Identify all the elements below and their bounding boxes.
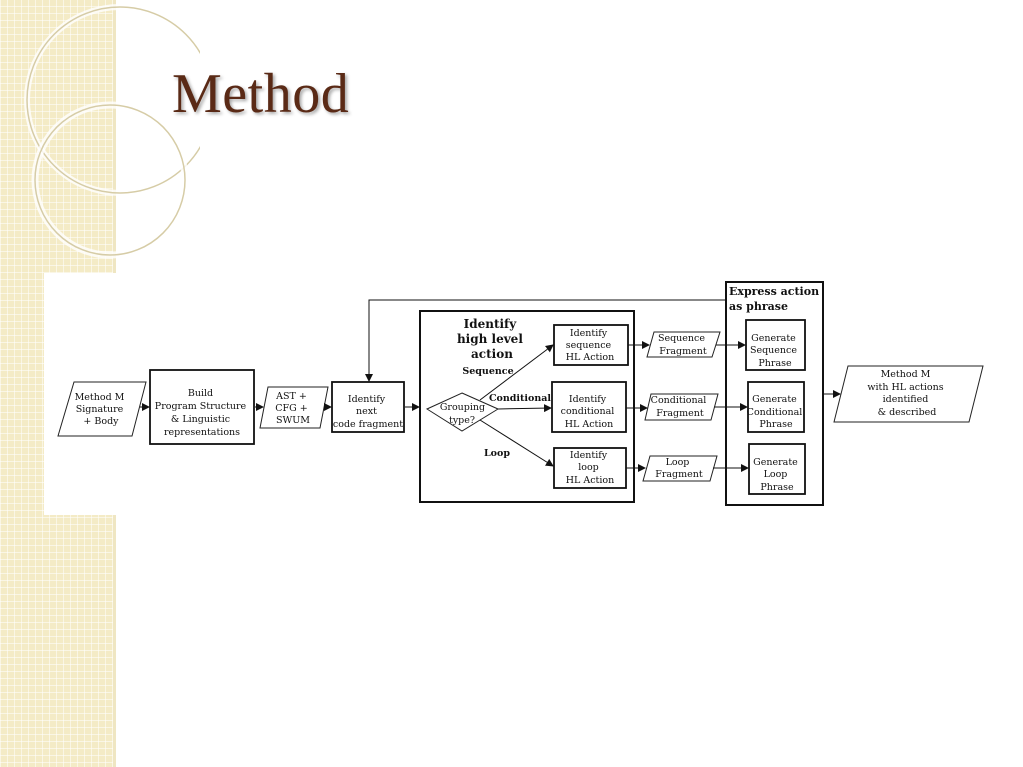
decorative-rings: [24, 4, 200, 259]
loop-fragment-label: Loop Fragment: [655, 457, 703, 480]
identify-hl-title: Identify high level action: [457, 317, 527, 361]
sequence-fragment-label: Sequence Fragment: [658, 333, 708, 357]
input-parallelogram: [57, 381, 147, 437]
identify-loop-label: Identify loop HL Action: [566, 450, 615, 486]
arrow-decision-sequence: [479, 344, 554, 401]
decision-label: Grouping type?: [440, 402, 488, 426]
grouping-decision: [425, 392, 500, 432]
generate-sequence-box: [745, 319, 806, 371]
identify-conditional-label: Identify conditional HL Action: [561, 394, 618, 430]
diagram-panel: Method M Signature + Body Build Program …: [44, 273, 1004, 515]
build-label: Build Program Structure & Linguistic rep…: [155, 388, 249, 438]
identify-loop-box: [553, 447, 627, 489]
repr-parallelogram: [259, 386, 329, 429]
build-box: [149, 369, 255, 445]
slide-title: Method: [172, 63, 350, 125]
arrow-decision-loop: [479, 419, 554, 467]
generate-loop-label: Generate Loop Phrase: [753, 457, 801, 493]
identify-sequence-label: Identify sequence HL Action: [566, 328, 615, 363]
identify-next-label: Identify next code fragment: [333, 394, 403, 430]
generate-loop-box: [748, 443, 806, 495]
identify-sequence-box: [553, 324, 629, 366]
branch-conditional-label: Conditional: [489, 393, 551, 404]
output-label: Method M with HL actions identified & de…: [867, 369, 946, 418]
input-label: Method M Signature + Body: [75, 392, 128, 427]
conditional-fragment-label: Conditional Fragment: [651, 395, 710, 419]
identify-conditional-box: [551, 381, 627, 433]
branch-sequence-label: Sequence: [462, 366, 513, 377]
feedback-loop-arrow: [365, 299, 725, 382]
express-title: Express action as phrase: [729, 285, 823, 313]
loop-fragment: [642, 455, 718, 482]
branch-loop-label: Loop: [484, 448, 510, 459]
generate-conditional-label: Generate Conditional Phrase: [747, 394, 806, 430]
repr-label: AST + CFG + SWUM: [275, 391, 311, 426]
identify-next-box: [331, 381, 405, 433]
output-parallelogram: [833, 365, 984, 423]
method-flowchart: Method M Signature + Body Build Program …: [57, 281, 984, 506]
arrow-decision-conditional: [497, 404, 552, 413]
generate-sequence-label: Generate Sequence Phrase: [750, 333, 800, 369]
generate-conditional-box: [747, 381, 805, 433]
identify-hl-group: [419, 310, 635, 503]
